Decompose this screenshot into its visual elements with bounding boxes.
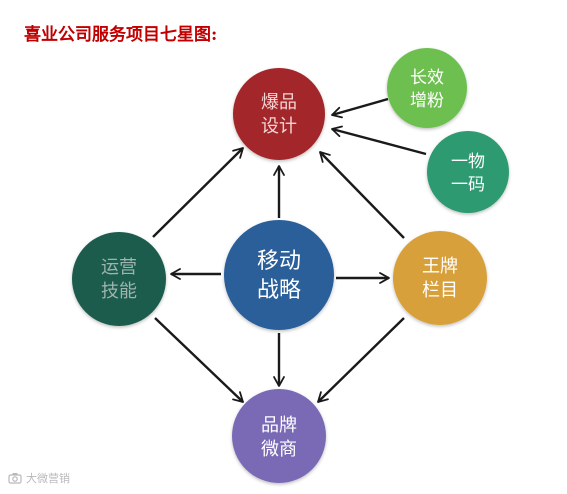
arrow-ops-to-weishang	[154, 317, 244, 403]
node-growth-label-2: 增粉	[410, 91, 444, 111]
arrow-column-to-weishang	[317, 317, 405, 403]
node-column: 王牌 栏目	[393, 231, 487, 325]
node-growth-circle	[387, 48, 467, 128]
node-column-circle	[393, 231, 487, 325]
node-growth-label-1: 长效	[410, 68, 444, 88]
diagram-title: 喜业公司服务项目七星图:	[24, 25, 218, 45]
node-weishang-label-2: 微商	[261, 439, 297, 460]
arrow-ops-to-design	[152, 147, 244, 238]
node-ops-label-1: 运营	[101, 257, 137, 278]
watermark-text: 大微营销	[26, 472, 70, 485]
node-weishang-label-1: 品牌	[261, 415, 297, 436]
arrow-column-to-design	[319, 151, 405, 239]
node-ops-label-2: 技能	[101, 281, 137, 302]
node-strategy-label-2: 战略	[257, 278, 301, 303]
node-strategy-label-1: 移动	[257, 249, 301, 274]
arrow-code-to-design	[331, 125, 427, 156]
node-ops-circle	[72, 232, 166, 326]
node-code-label-1: 一物	[451, 152, 485, 172]
node-growth: 长效 增粉	[387, 48, 467, 128]
node-column-label-2: 栏目	[422, 280, 458, 301]
node-strategy: 移动 战略	[224, 220, 334, 330]
node-code-label-2: 一码	[451, 175, 485, 195]
camera-logo-icon	[8, 473, 22, 484]
node-weishang: 品牌 微商	[232, 389, 326, 483]
connector-arrows	[152, 97, 427, 403]
node-code-circle	[427, 131, 509, 213]
node-design-label-1: 爆品	[261, 92, 297, 113]
node-design: 爆品 设计	[233, 68, 325, 160]
node-column-label-1: 王牌	[422, 256, 458, 277]
watermark: 大微营销	[8, 470, 70, 486]
node-design-circle	[233, 68, 325, 160]
arrow-growth-to-design	[331, 97, 389, 119]
node-strategy-circle	[224, 220, 334, 330]
node-design-label-2: 设计	[261, 116, 297, 137]
node-weishang-circle	[232, 389, 326, 483]
node-code: 一物 一码	[427, 131, 509, 213]
node-ops: 运营 技能	[72, 232, 166, 326]
